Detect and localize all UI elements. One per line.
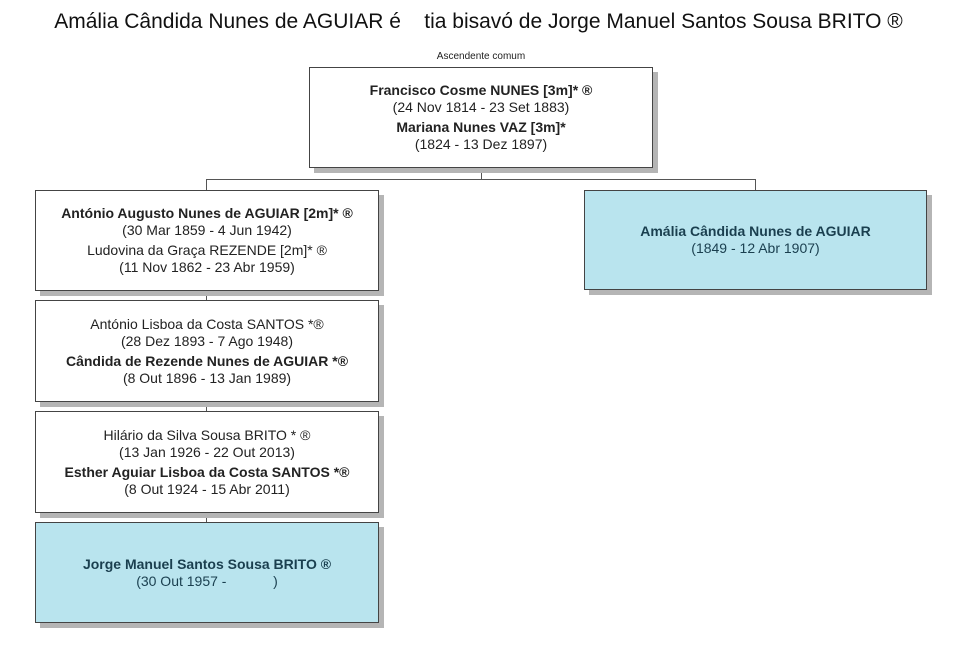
couple-box-gen2[interactable]: António Lisboa da Costa SANTOS *® (28 De… <box>35 300 379 402</box>
person-dates: (30 Mar 1859 - 4 Jun 1942) <box>122 222 292 238</box>
person-name: Francisco Cosme NUNES [3m]* ® <box>369 82 593 98</box>
person-dates: (1824 - 13 Dez 1897) <box>414 136 548 152</box>
person-dates: (24 Nov 1814 - 23 Set 1883) <box>392 99 570 115</box>
person-dates: (30 Out 1957 - ) <box>136 572 278 589</box>
person-name: António Lisboa da Costa SANTOS *® <box>90 315 324 332</box>
person-name: António Augusto Nunes de AGUIAR [2m]* ® <box>61 205 353 221</box>
couple-box-gen3[interactable]: Hilário da Silva Sousa BRITO * ® (13 Jan… <box>35 411 379 513</box>
connector-ancestor-down <box>481 168 482 179</box>
person-name: Cândida de Rezende Nunes de AGUIAR *® <box>65 352 349 369</box>
connector-right-down <box>755 179 756 190</box>
descendant-box[interactable]: Jorge Manuel Santos Sousa BRITO ® (30 Ou… <box>35 522 379 623</box>
person-name: Jorge Manuel Santos Sousa BRITO ® <box>82 555 332 572</box>
common-ancestor-box[interactable]: Francisco Cosme NUNES [3m]* ® (24 Nov 18… <box>309 67 653 168</box>
right-branch-box[interactable]: Amália Cândida Nunes de AGUIAR (1849 - 1… <box>584 190 927 290</box>
person-name: Mariana Nunes VAZ [3m]* <box>396 119 566 135</box>
person-name: Ludovina da Graça REZENDE [2m]* ® <box>87 242 327 258</box>
connector-horizontal <box>206 179 756 180</box>
page-title: Amália Cândida Nunes de AGUIAR é tia bis… <box>54 10 903 33</box>
couple-box-gen1[interactable]: António Augusto Nunes de AGUIAR [2m]* ® … <box>35 190 379 291</box>
person-dates: (8 Out 1896 - 13 Jan 1989) <box>122 369 292 386</box>
person-dates: (28 Dez 1893 - 7 Ago 1948) <box>120 332 293 349</box>
connector-gen2-gen3 <box>206 402 207 411</box>
person-name: Hilário da Silva Sousa BRITO * ® <box>103 426 311 443</box>
person-dates: (13 Jan 1926 - 22 Out 2013) <box>119 443 295 460</box>
person-dates: (1849 - 12 Abr 1907) <box>691 240 820 256</box>
person-name: Amália Cândida Nunes de AGUIAR <box>640 223 871 239</box>
connector-gen1-gen2 <box>206 291 207 300</box>
person-name: Esther Aguiar Lisboa da Costa SANTOS *® <box>64 463 350 480</box>
connector-left-down <box>206 179 207 190</box>
person-dates: (11 Nov 1862 - 23 Abr 1959) <box>119 259 295 275</box>
connector-gen3-gen4 <box>206 513 207 522</box>
common-ancestor-caption: Ascendente comum <box>436 51 526 62</box>
person-dates: (8 Out 1924 - 15 Abr 2011) <box>124 480 290 497</box>
